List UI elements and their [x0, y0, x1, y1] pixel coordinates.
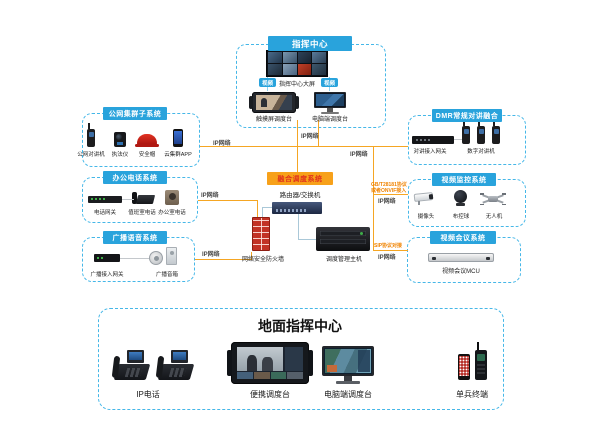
firewall-label: 网络安全防火墙 [241, 257, 285, 263]
pc-console-label-bottom: 电脑端调度台 [324, 390, 372, 399]
pc-console-label-top: 电脑端调度台 [311, 117, 349, 123]
portable-console-device [227, 342, 313, 384]
dmr-banner: DMR常规对讲融合 [432, 109, 502, 122]
link-console-right [318, 120, 319, 147]
public-cluster-banner: 公网集群子系统 [103, 107, 167, 120]
link-monitor-h [373, 194, 408, 195]
command-center-banner: 指挥中心 [268, 36, 352, 51]
protocol-sip-label: SIP协议对接 [374, 243, 403, 249]
drone-device [480, 193, 506, 206]
digital-radio-device [492, 120, 500, 144]
broadcast-speaker-device [149, 251, 163, 265]
drone-label: 无人机 [485, 214, 503, 220]
link-broadcast-h [195, 259, 252, 260]
firewall-router-link [262, 207, 274, 208]
link-broadcast-v [251, 252, 252, 260]
public-radio-device [87, 123, 95, 147]
ip-phone-label: IP电话 [136, 390, 160, 399]
firewall-device [252, 217, 270, 251]
cluster-app-phone-device [173, 129, 183, 147]
ball-camera-device [454, 190, 467, 206]
cctv-camera-device [413, 191, 436, 205]
broadcast-panel-device [166, 247, 177, 265]
digital-radio-device [462, 120, 470, 144]
broadcast-gateway-label: 广播接入网关 [90, 272, 124, 278]
duty-phone-device [132, 192, 156, 204]
bodycam-device [114, 132, 126, 147]
video-tag-left: 视频 [259, 78, 276, 87]
video-conference-banner: 视频会议系统 [430, 231, 496, 244]
dmr-gateway-label: 对讲接入网关 [413, 149, 447, 155]
protocol-gb28181-label: GB/T28181协议 [371, 182, 407, 188]
office-phone-banner: 办公电话系统 [103, 171, 167, 184]
video-wall-screen [266, 50, 328, 77]
phone-gateway-label: 电话网关 [93, 210, 117, 216]
protocol-onvif-label: 或者ONVIF接入 [371, 188, 407, 194]
link-office-v [257, 200, 258, 218]
ip-network-label: IP网络 [378, 199, 396, 205]
link-right-riser [373, 146, 374, 251]
soldier-terminal-label: 单兵终端 [456, 390, 488, 399]
office-phone-device [165, 190, 179, 205]
router-switch-device [272, 202, 322, 214]
office-internal-link [122, 199, 134, 200]
mcu-device [428, 253, 494, 262]
dispatch-server-device [316, 227, 370, 251]
cctv-camera-label: 摄像头 [417, 214, 435, 220]
mcu-label: 视频会议MCU [442, 269, 480, 275]
portable-console-label: 便携调度台 [250, 390, 290, 399]
link-office-h [198, 200, 258, 201]
fusion-banner: 融合调度系统 [267, 172, 333, 185]
safety-helmet-device [135, 134, 159, 147]
touch-console-label: 触摸屏调度台 [255, 117, 293, 123]
router-server-link-v [298, 214, 299, 240]
link-bus-horizontal [200, 146, 408, 147]
pc-console-device-bottom [322, 346, 374, 384]
digital-radio-label: 数字对讲机 [467, 149, 495, 155]
office-phone-label: 办公室电话 [158, 210, 186, 216]
ip-network-label: IP网络 [378, 255, 396, 261]
router-label: 路由器/交换机 [279, 192, 321, 199]
ground-center-title: 地面指挥中心 [258, 318, 342, 334]
public-radio-label: 公网对讲机 [77, 152, 105, 158]
dispatch-server-label: 调度管理主机 [325, 257, 363, 263]
dmr-internal-link [454, 139, 462, 140]
ball-camera-label: 布控球 [452, 214, 470, 220]
broadcast-gateway-device [94, 254, 120, 262]
video-wall-label: 指挥中心大屏 [278, 82, 316, 88]
dmr-gateway-device [412, 136, 454, 144]
ip-phone-device [154, 350, 195, 384]
broadcast-internal-link [120, 258, 149, 259]
digital-radio-device [477, 120, 485, 144]
helmet-label: 安全帽 [138, 152, 156, 158]
cluster-app-label: 云集群APP [164, 152, 192, 158]
ip-network-label: IP网络 [350, 152, 368, 158]
video-tag-right: 视频 [321, 78, 338, 87]
duty-phone-label: 值班室电话 [128, 210, 156, 216]
soldier-terminal-device [456, 342, 490, 384]
firewall-router-link-v [262, 207, 263, 217]
ip-network-label: IP网络 [202, 252, 220, 258]
touch-console-device [249, 92, 299, 113]
ip-network-label: IP网络 [301, 134, 319, 140]
link-conference-h [373, 250, 408, 251]
ip-phone-device [110, 350, 151, 384]
pc-console-device-top [314, 92, 346, 114]
bodycam-label: 执法仪 [111, 152, 129, 158]
ip-network-label: IP网络 [213, 141, 231, 147]
phone-gateway-device [88, 196, 122, 203]
broadcast-speaker-label: 广播音箱 [155, 272, 179, 278]
router-server-link-h [298, 239, 317, 240]
ip-network-label: IP网络 [201, 193, 219, 199]
video-monitor-banner: 视频监控系统 [432, 173, 496, 186]
link-console-left [297, 120, 298, 173]
ground-center-box [98, 308, 504, 410]
broadcast-banner: 广播语音系统 [103, 231, 167, 244]
